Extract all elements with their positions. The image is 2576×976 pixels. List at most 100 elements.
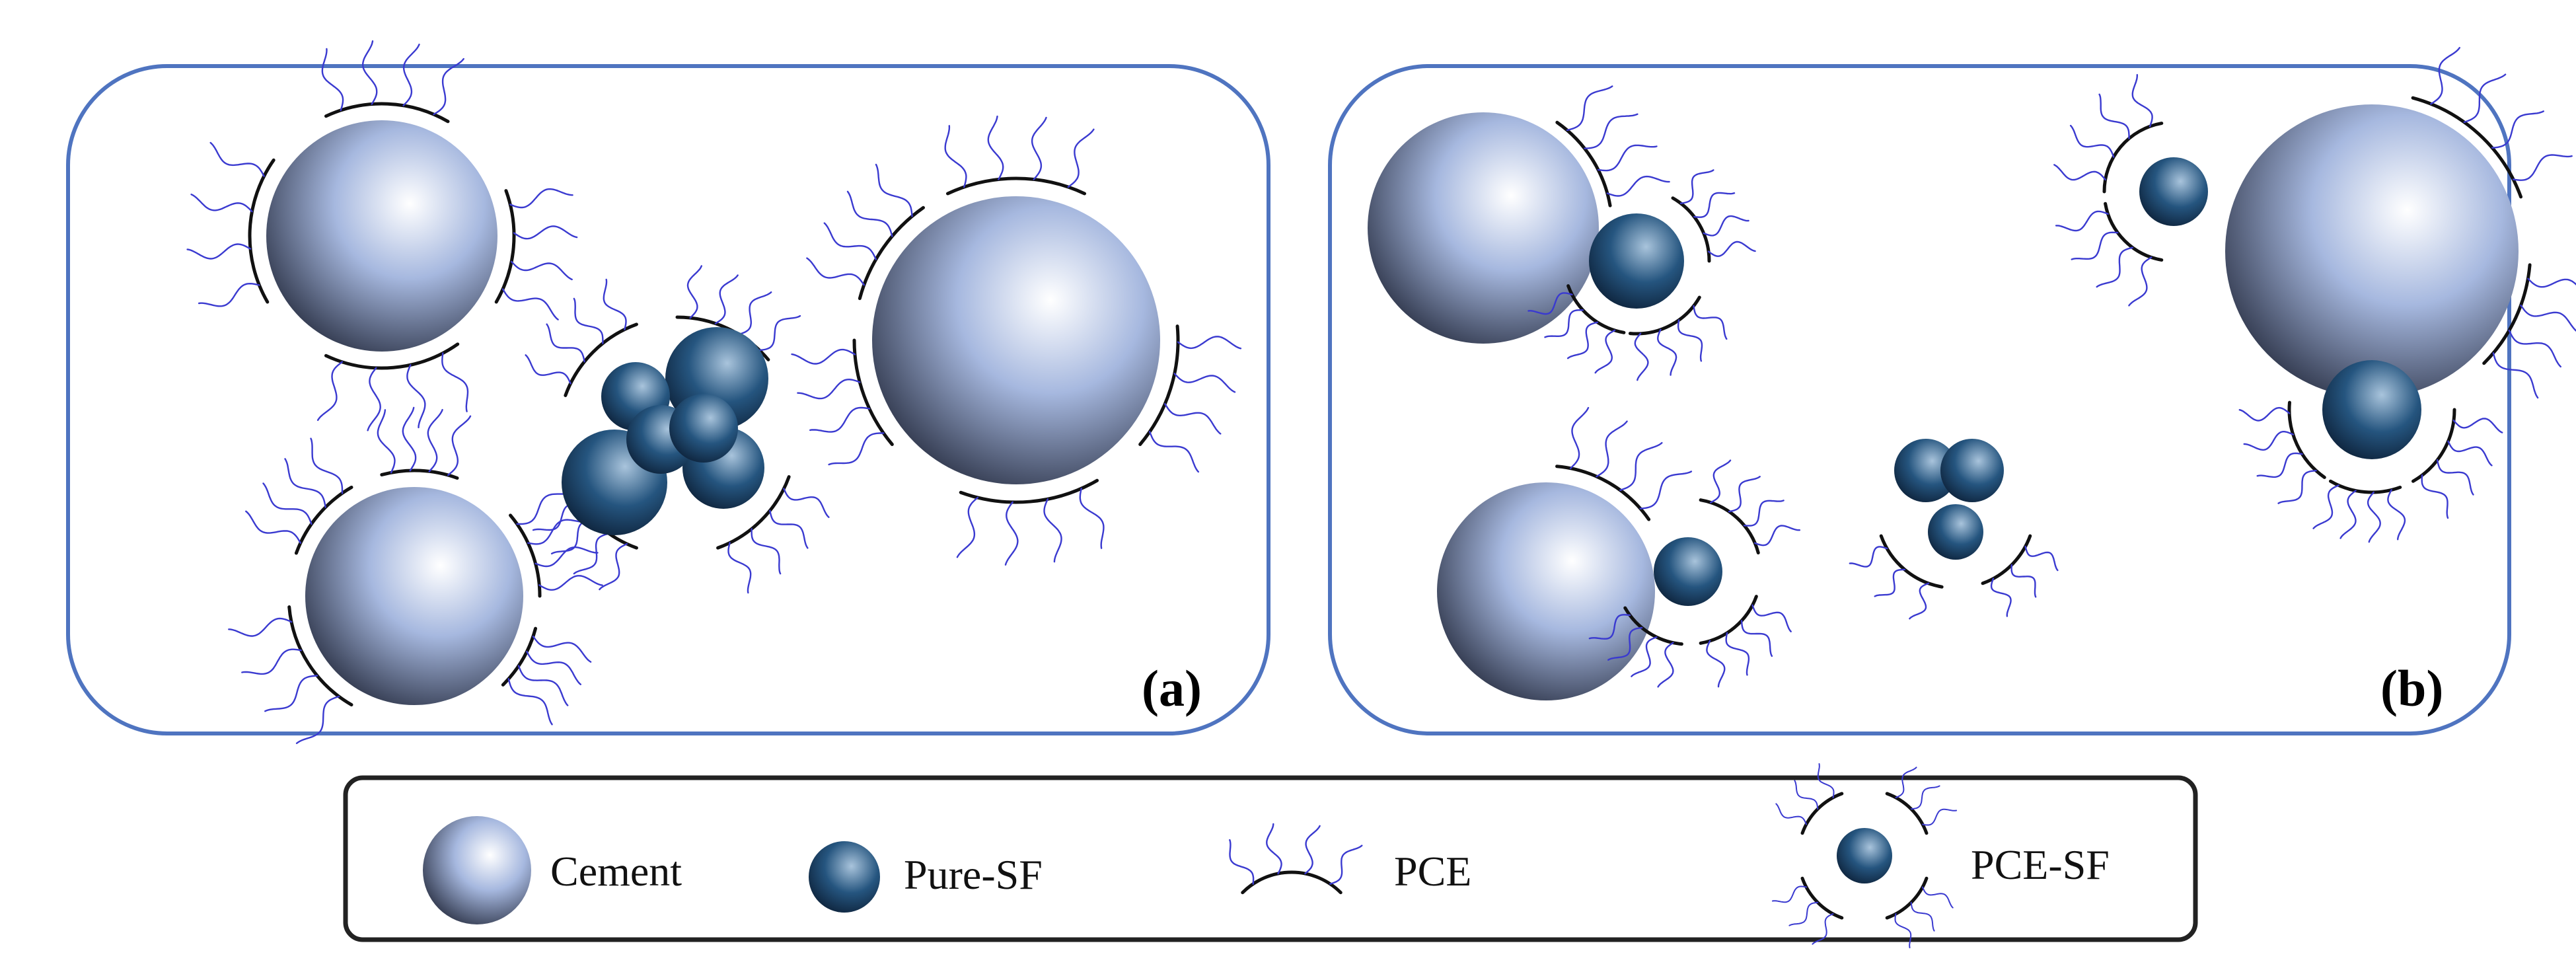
- pce-molecule: [1771, 876, 1844, 945]
- pce-side-chain: [1754, 525, 1801, 546]
- cement-particle: [872, 196, 1160, 484]
- pce-side-chain: [1566, 321, 1599, 359]
- pce-molecule: [525, 278, 638, 397]
- pce-side-chain: [362, 40, 378, 105]
- pce-side-chain: [511, 260, 573, 281]
- pce-side-chain: [2520, 304, 2576, 332]
- pce-side-chain: [186, 243, 252, 260]
- pce-side-chain: [1597, 144, 1658, 172]
- silica-fume-particle: [2322, 360, 2421, 459]
- pce-side-chain: [1594, 329, 1616, 374]
- silica-fume-particle: [1928, 504, 1983, 560]
- pce-backbone: [294, 485, 353, 555]
- pce-side-chain: [284, 458, 326, 508]
- pce-side-chain: [1173, 373, 1236, 393]
- pce-side-chain: [2508, 329, 2561, 368]
- pce-side-chain: [2010, 564, 2037, 598]
- pce-side-chain: [1266, 823, 1282, 875]
- pce-molecule: [1229, 823, 1363, 895]
- cement-particle: [305, 487, 523, 705]
- legend-item-pure-sf: Pure-SF: [809, 841, 1043, 913]
- pce-side-chain: [516, 492, 573, 525]
- pce-side-chain: [1657, 328, 1677, 376]
- pce-side-chain: [1329, 845, 1363, 885]
- pce-side-chain: [727, 542, 752, 594]
- pce-side-chain: [1229, 839, 1255, 885]
- cement-particle: [423, 816, 531, 924]
- pce-side-chain: [846, 190, 893, 237]
- pce-side-chain: [377, 409, 396, 474]
- pce-side-chain: [2098, 93, 2130, 139]
- pce-backbone: [380, 469, 459, 480]
- pce-side-chain: [1657, 642, 1674, 688]
- silica-fume-particle: [809, 841, 880, 913]
- pce-side-chain: [758, 315, 801, 352]
- pce-side-chain: [1894, 913, 1912, 949]
- pce-side-chain: [2492, 352, 2539, 399]
- pce-side-chain: [2131, 74, 2153, 128]
- pce-side-chain: [2463, 73, 2507, 124]
- pce-side-chain: [1922, 808, 1958, 826]
- pce-side-chain: [1164, 403, 1222, 435]
- pce-molecule: [1588, 606, 1683, 688]
- pce-backbone: [2482, 263, 2532, 365]
- pce-molecule: [1555, 406, 1693, 521]
- pce-side-chain: [1812, 913, 1834, 945]
- pce-side-chain: [1043, 498, 1062, 563]
- pce-side-chain: [2527, 278, 2576, 288]
- pce-side-chain: [527, 519, 589, 545]
- pce-side-chain: [1743, 500, 1785, 527]
- pce-side-chain: [198, 282, 260, 307]
- panel-b-label: (b): [2380, 659, 2443, 717]
- pce-backbone: [1241, 870, 1343, 895]
- pce-side-chain: [1031, 116, 1047, 180]
- pce-molecule: [1981, 534, 2059, 617]
- pce-side-chain: [1725, 632, 1750, 676]
- pce-backbone: [2329, 479, 2402, 494]
- pce-side-chain: [1693, 192, 1736, 218]
- cement-particle: [1437, 482, 1655, 700]
- pce-molecule: [1849, 534, 1944, 620]
- pce-molecule: [806, 163, 925, 301]
- pce-side-chain: [1177, 336, 1242, 350]
- pce-molecule: [1699, 595, 1792, 688]
- pce-side-chain: [509, 188, 573, 209]
- pce-side-chain: [1788, 901, 1819, 926]
- pce-side-chain: [241, 648, 302, 675]
- pce-side-chain: [987, 115, 1004, 180]
- pce-molecule: [494, 188, 578, 320]
- pce-molecule: [956, 478, 1105, 566]
- pce-backbone: [1699, 595, 1758, 645]
- pce-side-chain: [1775, 803, 1807, 825]
- pce-side-chain: [828, 432, 885, 466]
- pce-coated-silica-fume-icon: [1771, 763, 1958, 949]
- pce-side-chain: [791, 348, 856, 365]
- legend-frame: [343, 775, 2198, 942]
- pce-side-chain: [321, 48, 344, 112]
- pce-molecule: [501, 626, 592, 726]
- pce-side-chain: [2437, 459, 2474, 496]
- pce-molecule: [377, 406, 472, 480]
- pce-molecule: [2053, 74, 2164, 194]
- pce-side-chain: [1588, 614, 1631, 640]
- pce-backbone: [1885, 792, 1929, 835]
- pce-molecule: [2238, 400, 2326, 504]
- pce-side-chain: [823, 222, 877, 260]
- pce-backbone: [494, 189, 516, 304]
- pce-side-chain: [2256, 452, 2303, 478]
- pce-backbone: [1800, 876, 1844, 920]
- pce-side-chain: [714, 274, 739, 324]
- pce-side-chain: [738, 291, 772, 336]
- panel-a-particles: [186, 40, 1242, 744]
- pce-side-chain: [1634, 332, 1649, 381]
- pce-side-chain: [1677, 319, 1703, 362]
- pce-molecule: [2411, 47, 2573, 199]
- pce-molecule: [316, 342, 469, 432]
- pce-side-chain: [1631, 636, 1658, 677]
- pce-side-chain: [513, 225, 578, 240]
- pce-molecule: [1775, 763, 1844, 835]
- pce-backbone: [945, 176, 1087, 196]
- pce-side-chain: [1849, 546, 1888, 568]
- pce-side-chain: [402, 44, 420, 106]
- pce-side-chain: [1817, 763, 1835, 798]
